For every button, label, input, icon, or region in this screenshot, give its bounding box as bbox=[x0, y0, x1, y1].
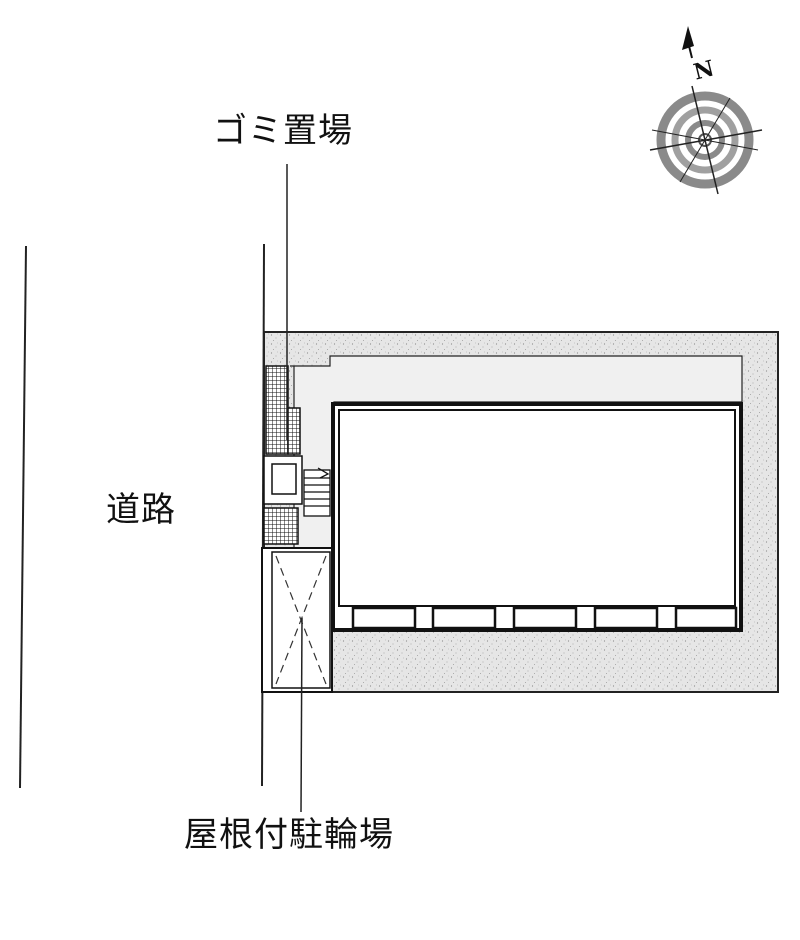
garbage-block-bottom bbox=[263, 507, 299, 545]
leader-line-bicycle bbox=[300, 617, 303, 813]
entrance-box-inner bbox=[271, 463, 297, 495]
balcony-3 bbox=[512, 606, 578, 630]
north-letter: N bbox=[691, 55, 717, 85]
north-arrow-compass-icon: N bbox=[649, 26, 763, 195]
covered-bicycle-parking bbox=[261, 547, 333, 693]
balcony-5 bbox=[674, 606, 738, 630]
garbage-area-label: ゴミ置場 bbox=[213, 111, 353, 151]
balcony-4 bbox=[593, 606, 659, 630]
road-label: 道路 bbox=[106, 490, 176, 530]
covered-bicycle-parking-label: 屋根付駐輪場 bbox=[184, 815, 394, 855]
building-outline-inner bbox=[338, 409, 736, 607]
balcony-1 bbox=[351, 606, 417, 630]
garbage-area bbox=[263, 365, 301, 545]
garbage-block-top bbox=[265, 365, 289, 455]
balconies bbox=[351, 606, 738, 630]
garbage-block-side bbox=[287, 407, 301, 455]
balcony-2 bbox=[431, 606, 497, 630]
road-edge-left-line bbox=[19, 245, 27, 789]
staircase bbox=[303, 467, 331, 517]
